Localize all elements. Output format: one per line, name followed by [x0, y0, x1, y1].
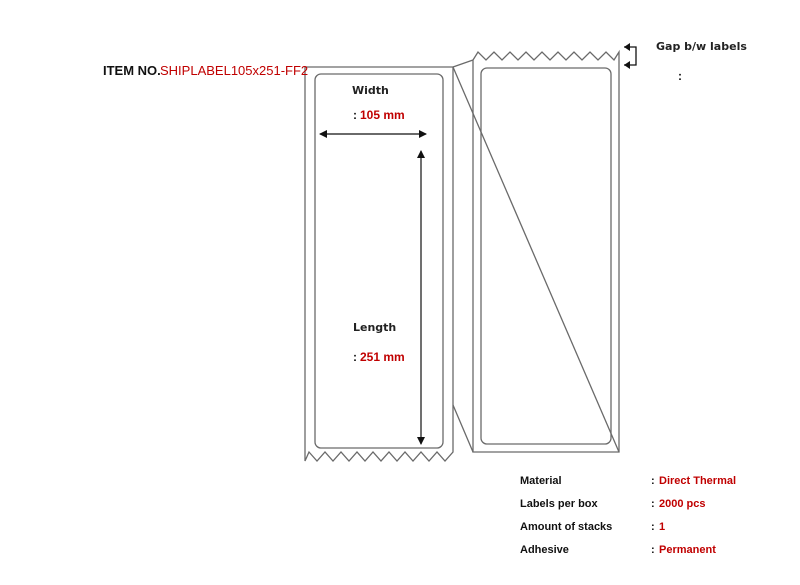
gap-indicator: [624, 43, 637, 69]
spec-separator: :: [651, 498, 655, 510]
length-label: Length: [353, 321, 397, 334]
spec-value-material: Direct Thermal: [659, 475, 737, 487]
spec-value-labels-per-box: 2000 pcs: [659, 498, 706, 510]
width-value: 105 mm: [360, 108, 405, 122]
spec-separator: :: [651, 544, 655, 556]
spec-label-material: Material: [520, 475, 562, 487]
gap-label: Gap b/w labels: [656, 40, 747, 53]
back-label-outline: [472, 49, 620, 453]
length-value: 251 mm: [360, 350, 405, 364]
gap-separator: :: [678, 69, 682, 83]
width-separator: :: [353, 108, 357, 122]
spec-separator: :: [651, 521, 655, 533]
spec-label-labels-per-box: Labels per box: [520, 498, 598, 510]
spec-label-adhesive: Adhesive: [520, 544, 569, 556]
fold-strip: [452, 59, 620, 453]
item-number-code: SHIPLABEL105x251-FF2: [160, 63, 309, 78]
back-label: [472, 49, 620, 453]
front-label: [304, 66, 454, 462]
spec-label-amount-of-stacks: Amount of stacks: [520, 521, 613, 533]
spec-separator: :: [651, 475, 655, 487]
length-separator: :: [353, 350, 357, 364]
front-label-inner: [314, 73, 444, 449]
spec-value-amount-of-stacks: 1: [659, 521, 666, 533]
width-label: Width: [352, 84, 389, 97]
spec-value-adhesive: Permanent: [659, 544, 716, 556]
front-label-outline: [304, 66, 454, 462]
back-label-inner: [480, 67, 612, 445]
item-number-label: ITEM NO.: [103, 63, 161, 78]
